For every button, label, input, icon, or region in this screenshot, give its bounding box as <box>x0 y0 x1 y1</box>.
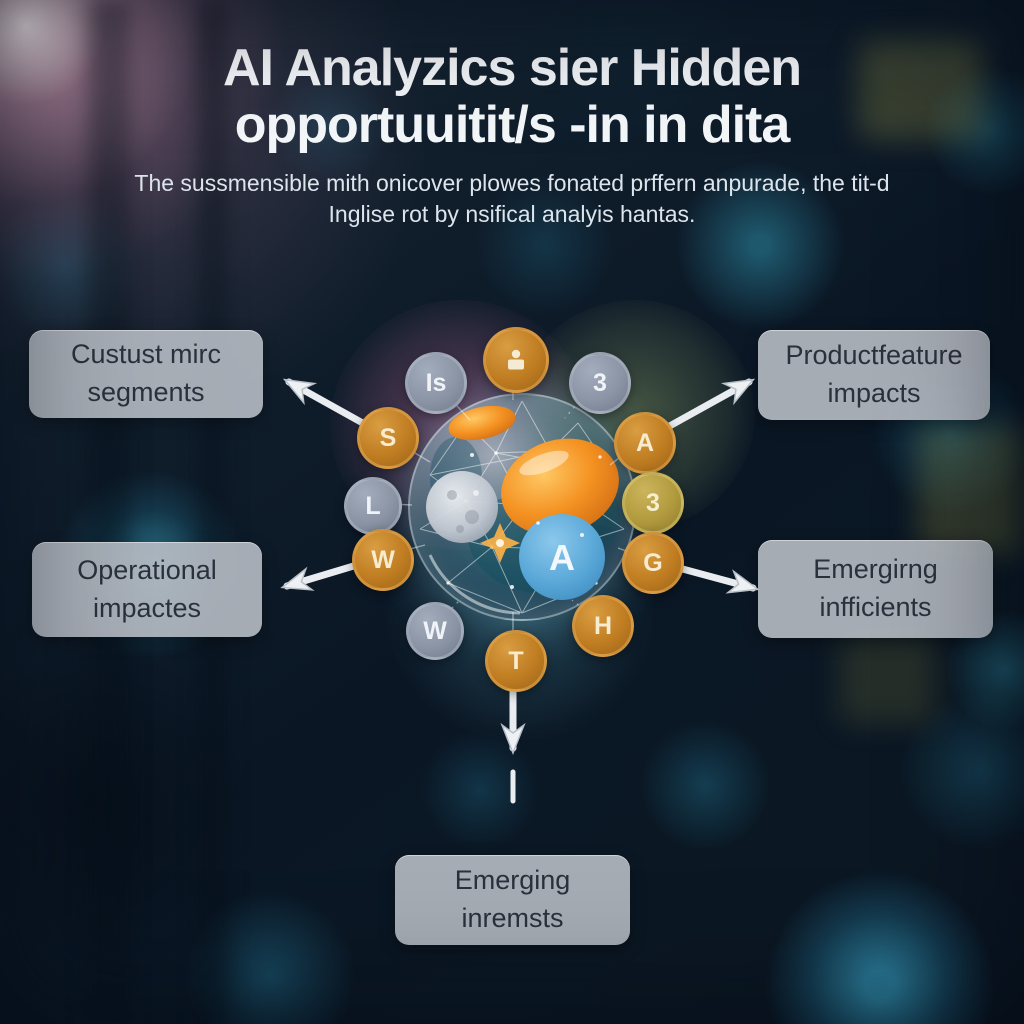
hub-letter: A <box>549 537 575 578</box>
node-l: L <box>344 477 402 535</box>
node-label: Is <box>425 368 447 397</box>
moon-sphere <box>426 471 498 543</box>
globe-graphic: A <box>419 400 625 615</box>
node-3-top: 3 <box>569 352 631 414</box>
label-box-emerging-interests: Emerging inremsts <box>395 855 630 945</box>
subtitle-line-1: The sussmensible mith onicover plowes fo… <box>134 170 890 196</box>
node-s: S <box>357 407 419 469</box>
label-box-product-feature-impacts: Productfeature impacts <box>758 330 990 420</box>
box-line: impactes <box>92 592 202 623</box>
central-network-globe: A <box>408 393 636 621</box>
box-line: segments <box>87 377 205 407</box>
box-line: impacts <box>827 378 921 408</box>
box-line: Custust mirc <box>70 339 222 370</box>
box-line: Operational <box>77 554 217 585</box>
node-label: 3 <box>646 488 660 517</box>
node-a: A <box>614 412 676 474</box>
node-is: Is <box>405 352 467 414</box>
star-sparkle <box>480 523 520 563</box>
title-line-1: AI Analyzics sier Hidden <box>222 39 802 97</box>
box-line: Productfeature <box>785 340 963 371</box>
infographic-title: AI Analyzics sier Hidden opportuuitit/s … <box>0 39 1024 155</box>
rim-highlight <box>428 554 521 615</box>
person-board-icon <box>508 349 524 370</box>
box-line: infficients <box>819 592 932 622</box>
box-line: Emerging <box>454 865 571 896</box>
label-box-emerging-inefficiencies: Emergirng infficients <box>758 540 993 638</box>
background-stripe <box>88 0 130 1024</box>
node-3-right: 3 <box>622 472 684 534</box>
node-label: W <box>371 545 395 574</box>
node-label: H <box>593 611 613 640</box>
node-t: T <box>485 630 547 692</box>
box-line: inremsts <box>461 903 564 933</box>
node-label: T <box>508 646 524 675</box>
bokeh-square <box>840 635 935 723</box>
node-g: G <box>622 532 684 594</box>
title-line-2: opportuuitit/s -in in dita <box>234 96 791 155</box>
label-box-operational-impacts: Operational impactes <box>32 542 262 637</box>
node-label: G <box>643 548 663 577</box>
subtitle-line-2: Inglise rot by nsifical analyis hantas. <box>328 201 696 228</box>
orange-blob-small <box>448 405 516 441</box>
bokeh-square <box>918 425 1023 555</box>
white-sparkles <box>470 453 602 589</box>
infographic-subtitle: The sussmensible mith onicover plowes fo… <box>0 168 1024 230</box>
label-box-customer-segments: Custust mirc segments <box>29 330 263 418</box>
node-w-bottom: W <box>406 602 464 660</box>
node-label: W <box>423 616 447 645</box>
node-label: L <box>365 491 381 520</box>
orange-blob-large <box>501 438 619 536</box>
box-line: Emergirng <box>813 554 938 585</box>
node-label: S <box>379 423 397 452</box>
bokeh-square <box>858 40 983 140</box>
hub-blue-circle: A <box>519 514 605 600</box>
node-h: H <box>572 595 634 657</box>
background-stripe <box>198 0 228 1024</box>
node-w-left: W <box>352 529 414 591</box>
node-label: A <box>635 428 655 457</box>
node-person-board <box>483 327 549 393</box>
node-label: 3 <box>593 368 607 397</box>
